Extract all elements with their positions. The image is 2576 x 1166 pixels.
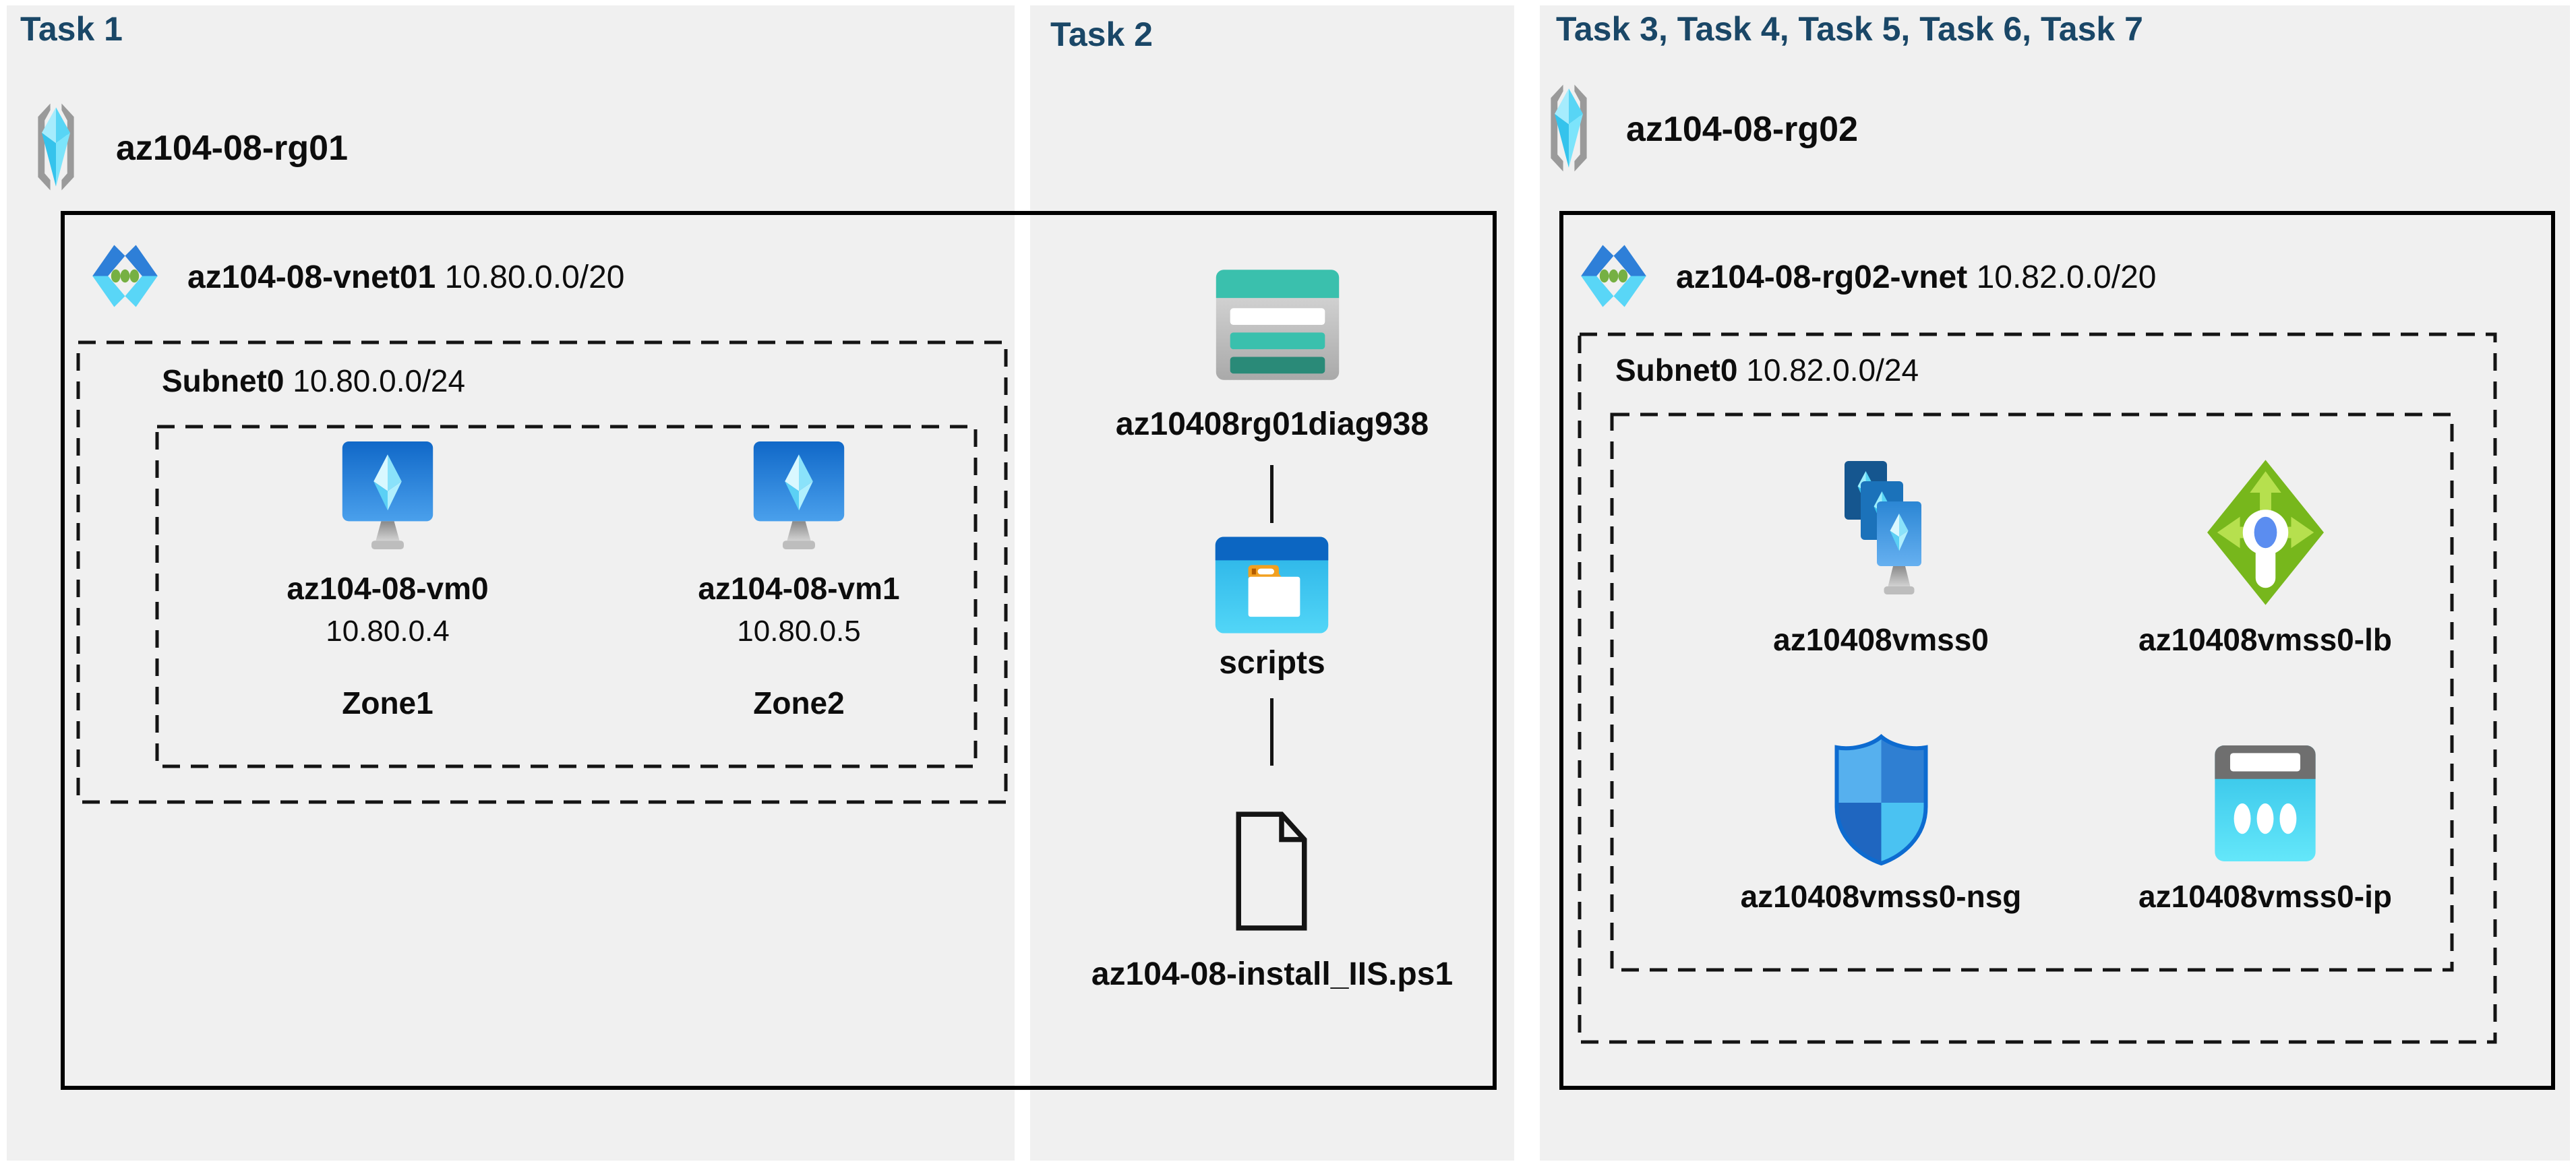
task3-vnet-label: az104-08-rg02-vnet 10.82.0.0/20 <box>1676 259 2156 296</box>
network-security-group-icon <box>1834 734 1927 866</box>
vm-ip: 10.80.0.4 <box>326 615 450 648</box>
virtual-network-icon <box>92 245 158 307</box>
vm-name: az104-08-vm1 <box>698 571 900 606</box>
vm-zone: Zone2 <box>753 685 845 720</box>
storage-account-label: az10408rg01diag938 <box>1115 406 1429 442</box>
task1-vnet-label: az104-08-vnet01 10.80.0.0/20 <box>187 259 624 296</box>
connector-line <box>1270 698 1274 766</box>
task3-vnet-boundary <box>1559 211 2555 1090</box>
blob-container-folder-icon <box>1215 536 1329 634</box>
task1-subnet-boundary <box>76 340 1008 804</box>
load-balancer-label: az10408vmss0-lb <box>2138 622 2392 657</box>
task1-panel <box>7 5 1015 1161</box>
task1-vm-group-boundary <box>155 425 978 768</box>
vnet-cidr: 10.80.0.0/20 <box>444 259 625 295</box>
task1-title: Task 1 <box>20 10 123 48</box>
task3-subnet-label: Subnet0 10.82.0.0/24 <box>1615 352 1919 388</box>
subnet-cidr: 10.80.0.0/24 <box>293 363 466 398</box>
vm-ip: 10.80.0.5 <box>737 615 861 648</box>
vmss-label: az10408vmss0 <box>1773 622 1989 657</box>
load-balancer-icon <box>2207 460 2324 605</box>
vm-node: az104-08-vm1 10.80.0.5 Zone2 <box>620 438 978 721</box>
task3-resource-group-boundary <box>1610 412 2454 972</box>
nsg-node: az10408vmss0-nsg <box>1699 729 2063 915</box>
task1-vnet-boundary <box>61 211 1497 1090</box>
subnet-name: Subnet0 <box>1615 352 1738 388</box>
vnet-name: az104-08-vnet01 <box>187 259 436 295</box>
task2-title: Task 2 <box>1050 16 1153 53</box>
container-label: scripts <box>1219 645 1325 681</box>
task1-subnet-label: Subnet0 10.80.0.0/24 <box>162 363 465 399</box>
virtual-machine-icon <box>342 441 433 549</box>
storage-account-icon <box>1216 270 1340 380</box>
task3-panel <box>1540 5 2570 1161</box>
public-ip-icon <box>2215 745 2316 861</box>
public-ip-label: az10408vmss0-ip <box>2138 879 2392 914</box>
virtual-machine-icon <box>753 441 845 549</box>
vnet-cidr: 10.82.0.0/20 <box>1976 259 2157 295</box>
task3-subnet-boundary <box>1578 332 2497 1044</box>
task3-resource-group-label: az104-08-rg02 <box>1626 110 1858 149</box>
subnet-cidr: 10.82.0.0/24 <box>1746 352 1919 388</box>
vm-zone: Zone1 <box>342 685 433 720</box>
vm-node: az104-08-vm0 10.80.0.4 Zone1 <box>209 438 566 721</box>
vm-scale-set-icon <box>1845 461 1921 594</box>
resource-group-icon <box>1551 84 1587 172</box>
subnet-name: Subnet0 <box>162 363 284 398</box>
task1-resource-group-label: az104-08-rg01 <box>116 129 348 168</box>
virtual-network-icon <box>1581 245 1646 307</box>
nsg-label: az10408vmss0-nsg <box>1740 879 2022 914</box>
file-document-icon <box>1236 811 1307 931</box>
public-ip-node: az10408vmss0-ip <box>2083 729 2447 915</box>
vmss-node: az10408vmss0 <box>1699 435 2063 658</box>
vm-name: az104-08-vm0 <box>287 571 489 606</box>
load-balancer-node: az10408vmss0-lb <box>2083 435 2447 658</box>
script-file-label: az104-08-install_IIS.ps1 <box>1091 956 1454 992</box>
vnet-name: az104-08-rg02-vnet <box>1676 259 1968 295</box>
connector-line <box>1270 465 1274 523</box>
resource-group-icon <box>38 103 74 191</box>
task3-title: Task 3, Task 4, Task 5, Task 6, Task 7 <box>1556 10 2143 48</box>
